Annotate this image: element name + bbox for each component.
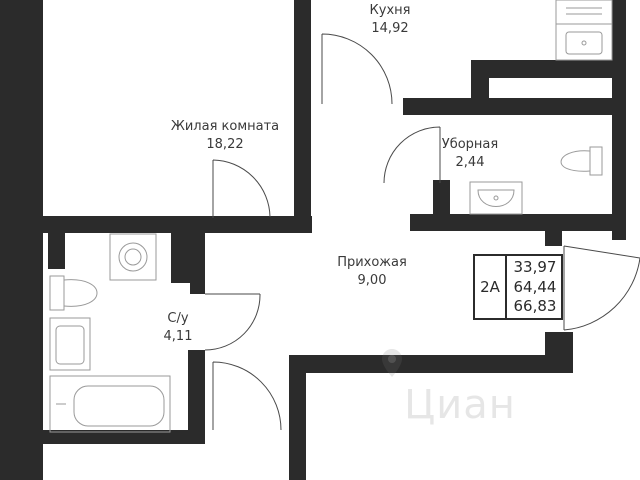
sink-icon [469,181,523,215]
living-room-area: 18,22 [206,137,244,152]
toilet-label: Уборная 2,44 [430,136,510,172]
wall-living-kitchen-lower [294,104,311,230]
info-divider [505,256,507,318]
wall-toilet-divider [433,180,450,217]
toilet-area: 2,44 [455,155,485,170]
door-hall-bottom [212,361,282,431]
wall-hall-bottom [289,355,573,373]
door-bath [204,293,261,351]
wall-hall-bottom-left [289,355,306,480]
wall-bath-niche [171,231,193,283]
bathroom-name: С/у [167,311,189,326]
wall-bath-bottom [43,430,205,444]
wall-bath-right-lower [188,350,205,442]
wall-kitchen-block [471,60,616,78]
toilet-name: Уборная [441,137,499,152]
wall-living-kitchen [294,0,311,104]
wall-living-hall-stub [206,216,312,233]
bathroom-label: С/у 4,11 [148,310,208,346]
area-total-with-balcony: 66,83 [513,297,557,315]
wall-left-exterior [0,0,43,480]
door-entrance [563,245,640,331]
hall-label: Прихожая 9,00 [322,254,422,290]
kitchen-fixtures [555,0,613,61]
apartment-areas: 33,97 64,44 66,83 [509,258,561,317]
watermark: Циан [360,345,560,428]
wall-bath-top [43,216,213,233]
wall-kitchen-right-exterior [612,0,626,240]
washing-machine-icon [109,233,157,281]
toilet-room-fixtures [469,146,603,215]
toilet-icon [560,146,603,176]
door-toilet [383,126,441,184]
living-room-label: Жилая комната 18,22 [160,118,290,154]
kitchen-label: Кухня 14,92 [340,2,440,38]
hall-name: Прихожая [337,255,407,270]
pin-icon [382,349,402,377]
hall-area: 9,00 [357,273,387,288]
apartment-info-box: 2А 33,97 64,44 66,83 [473,254,563,320]
walls [0,0,626,480]
wall-hall-right-lower [545,332,573,372]
area-total: 64,44 [513,277,557,296]
stove-icon [555,0,613,25]
wall-hall-right-upper [545,228,562,246]
wall-bath-right-upper [190,231,205,294]
kitchen-name: Кухня [369,3,411,18]
wall-toilet-bottom [410,214,626,231]
watermark-text: Циан [404,382,516,428]
apartment-type: 2А [480,278,500,296]
door-kitchen [321,33,393,105]
bathroom-fixtures [49,233,171,433]
doors [204,33,640,431]
sink-icon [555,23,613,61]
toilet-icon [49,275,98,311]
living-room-name: Жилая комната [170,119,280,134]
sink-icon [49,317,91,371]
door-living [212,159,271,218]
kitchen-area: 14,92 [371,21,409,36]
area-living: 33,97 [513,258,557,276]
wall-toilet-top [403,98,613,115]
bathroom-area: 4,11 [163,329,193,344]
bathtub-icon [49,375,171,433]
wall-bath-top-stub [48,231,65,269]
